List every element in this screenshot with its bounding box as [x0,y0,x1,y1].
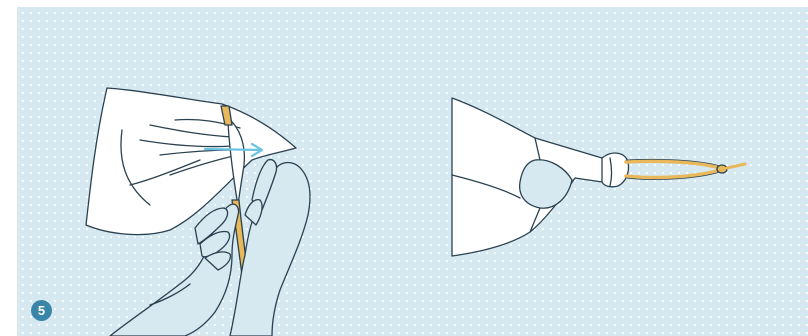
finished-mask-loop-illustration [452,98,745,256]
step-number-badge: 5 [31,300,52,321]
hands-threading-elastic-illustration [86,88,310,336]
elastic-knot [717,165,727,173]
mask-gather-knot [602,153,629,187]
instruction-panel: 5 [17,7,808,336]
elastic-loop-upper [626,161,720,168]
illustration-canvas [17,7,808,336]
elastic-tail [727,164,745,168]
elastic-loop-lower [626,170,720,178]
